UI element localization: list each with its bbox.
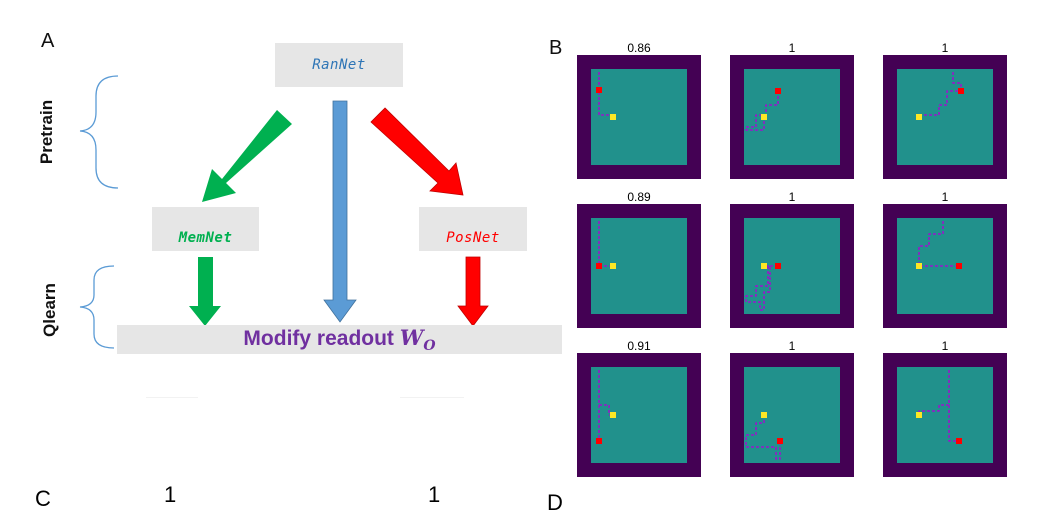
maze-score-label: 1 bbox=[788, 190, 796, 204]
goal-marker bbox=[777, 438, 783, 444]
agent-marker bbox=[761, 114, 767, 120]
maze-trajectory-plot bbox=[577, 353, 701, 477]
posnet-box: PosNet bbox=[419, 207, 527, 251]
trajectory-path bbox=[745, 91, 779, 131]
maze-floor bbox=[744, 69, 840, 165]
goal-marker bbox=[956, 438, 962, 444]
maze-trajectory-plot bbox=[577, 204, 701, 328]
goal-marker bbox=[775, 88, 781, 94]
maze-score-label: 1 bbox=[788, 41, 796, 55]
maze-trajectory-plot bbox=[883, 204, 1007, 328]
goal-marker bbox=[958, 88, 964, 94]
readout-bar: Modify readout WO bbox=[117, 325, 562, 354]
arrow-memnet-to-readout bbox=[189, 257, 221, 326]
maze-score-label: 1 bbox=[941, 41, 949, 55]
maze-floor bbox=[591, 69, 687, 165]
agent-marker bbox=[916, 263, 922, 269]
arrow-rannet-to-memnet bbox=[202, 110, 292, 202]
memnet-box: MemNet bbox=[152, 207, 259, 251]
trajectory-path bbox=[918, 72, 962, 117]
maze-score-label: 0.86 bbox=[627, 41, 651, 55]
panel-d-label: D bbox=[547, 490, 563, 515]
readout-text: Modify readout bbox=[243, 326, 394, 350]
faint-divider-right bbox=[400, 397, 464, 398]
agent-marker bbox=[916, 412, 922, 418]
goal-marker bbox=[596, 263, 602, 269]
maze-trajectory-plot bbox=[730, 353, 854, 477]
maze-score-label: 0.89 bbox=[627, 190, 651, 204]
posnet-label: PosNet bbox=[446, 230, 500, 246]
maze-score-label: 1 bbox=[788, 339, 796, 353]
agent-marker bbox=[761, 412, 767, 418]
panel-c-tick-label-2: 1 bbox=[428, 482, 441, 507]
readout-label: Modify readout WO bbox=[243, 325, 435, 354]
agent-marker bbox=[610, 263, 616, 269]
panel-c-tick-label: 1 bbox=[164, 482, 177, 507]
maze-trajectory-plot bbox=[730, 55, 854, 179]
goal-marker bbox=[596, 438, 602, 444]
agent-marker bbox=[761, 263, 767, 269]
arrow-rannet-to-posnet bbox=[370, 107, 464, 196]
trajectory-path bbox=[918, 370, 950, 415]
maze-floor bbox=[744, 367, 840, 463]
maze-score-label: 1 bbox=[941, 339, 949, 353]
arrow-posnet-to-readout bbox=[457, 256, 489, 327]
memnet-label: MemNet bbox=[178, 230, 233, 246]
maze-trajectory-plot bbox=[883, 55, 1007, 179]
agent-marker bbox=[916, 114, 922, 120]
goal-marker bbox=[596, 87, 602, 93]
goal-marker bbox=[956, 263, 962, 269]
maze-trajectory-plot bbox=[577, 55, 701, 179]
maze-floor bbox=[897, 69, 993, 165]
maze-score-label: 1 bbox=[941, 190, 949, 204]
rannet-label: RanNet bbox=[312, 57, 366, 73]
panel-c-label: C bbox=[35, 486, 51, 511]
goal-marker bbox=[775, 263, 781, 269]
maze-score-label: 0.91 bbox=[627, 339, 651, 353]
maze-floor bbox=[897, 367, 993, 463]
maze-floor bbox=[591, 367, 687, 463]
trajectory-path bbox=[745, 415, 781, 460]
faint-divider-left bbox=[146, 397, 198, 398]
maze-floor bbox=[744, 218, 840, 314]
panel-a-label: A bbox=[41, 30, 55, 52]
maze-trajectory-plot bbox=[730, 204, 854, 328]
trajectory-path bbox=[745, 265, 778, 311]
rannet-box: RanNet bbox=[275, 43, 403, 87]
trajectory-path bbox=[918, 221, 959, 267]
arrow-rannet-to-readout bbox=[323, 100, 357, 323]
trajectory-path bbox=[948, 405, 959, 442]
maze-trajectory-plot bbox=[883, 353, 1007, 477]
agent-marker bbox=[610, 114, 616, 120]
qlearn-brace bbox=[79, 265, 115, 349]
panel-b-label: B bbox=[549, 37, 563, 59]
panel-a-diagram bbox=[79, 75, 489, 349]
agent-marker bbox=[610, 412, 616, 418]
pretrain-brace bbox=[79, 75, 119, 189]
readout-symbol: WO bbox=[399, 324, 436, 355]
